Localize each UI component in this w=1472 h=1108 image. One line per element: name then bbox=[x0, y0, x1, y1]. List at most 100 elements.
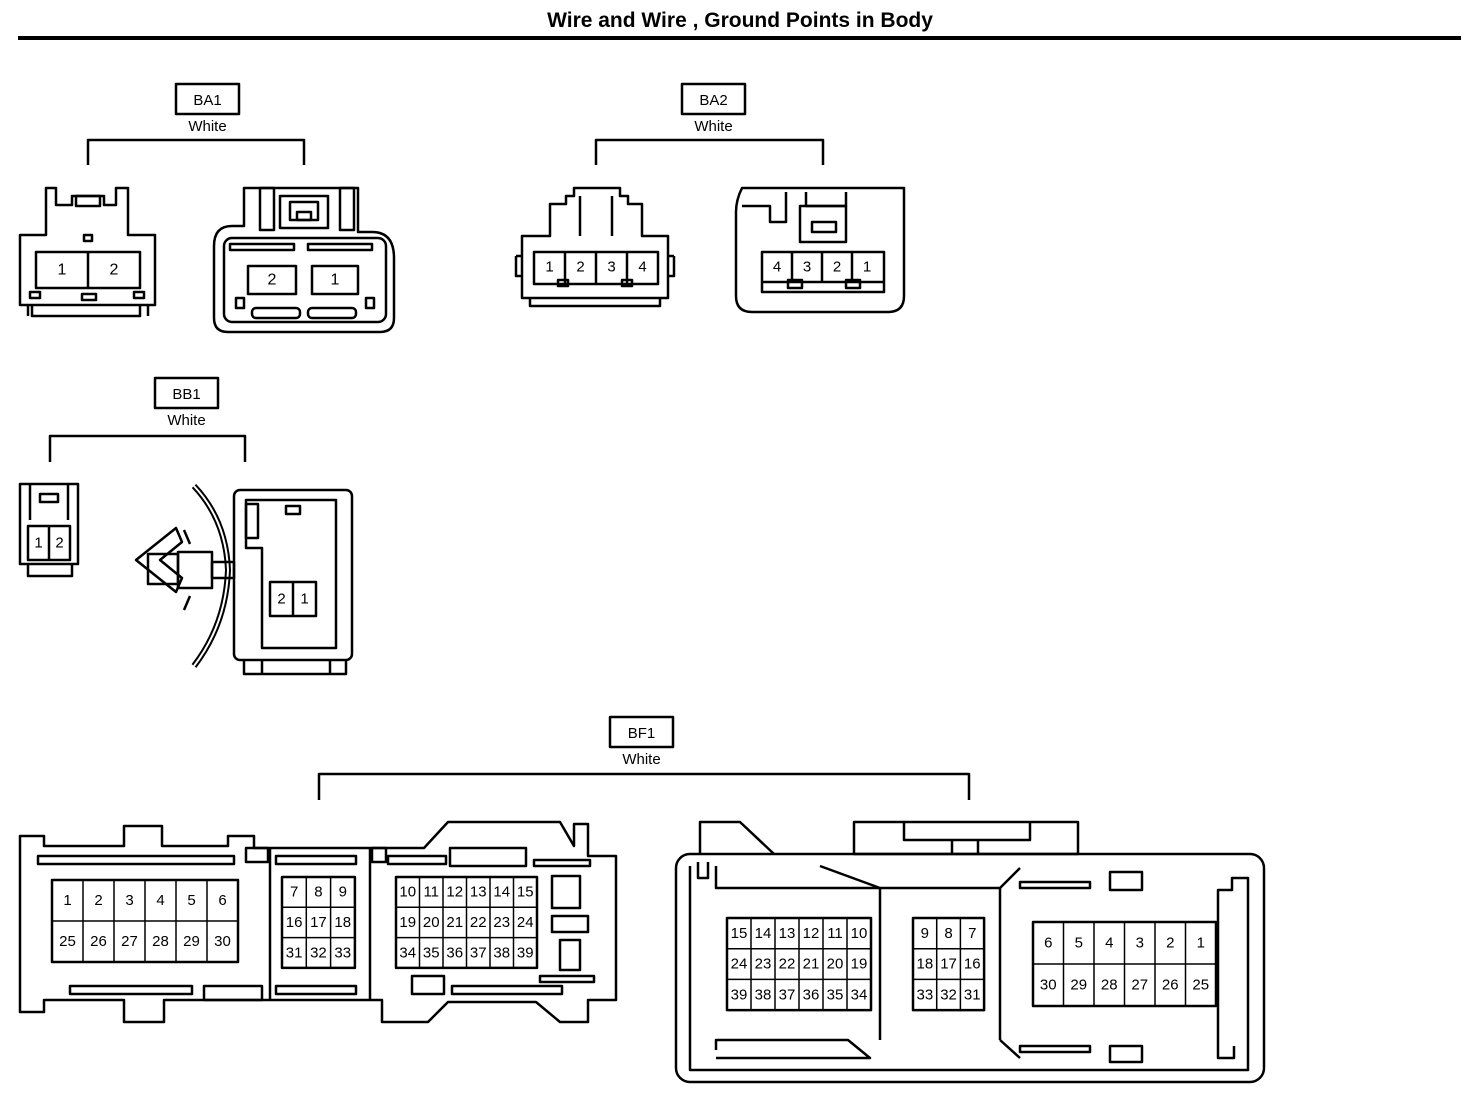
pin-label: 15 bbox=[517, 884, 534, 901]
connector-id-label: BF1 bbox=[628, 725, 656, 742]
pin-label: 26 bbox=[90, 933, 107, 950]
connector-id-label: BA2 bbox=[699, 92, 727, 109]
pin-label: 13 bbox=[779, 925, 796, 942]
pin-label: 27 bbox=[1131, 977, 1148, 994]
pin-label: 16 bbox=[286, 914, 303, 931]
pin-label: 33 bbox=[334, 944, 351, 961]
pin-label: 7 bbox=[968, 925, 976, 942]
pin-label: 14 bbox=[493, 884, 510, 901]
pin-label: 6 bbox=[1044, 935, 1052, 952]
pin-label: 18 bbox=[334, 914, 351, 931]
pin-label: 37 bbox=[470, 944, 487, 961]
pin-label: 12 bbox=[803, 925, 820, 942]
connector-bracket bbox=[594, 138, 825, 165]
pin-label: 2 bbox=[277, 591, 285, 608]
pin-label: 5 bbox=[1075, 935, 1083, 952]
pin-label: 35 bbox=[423, 944, 440, 961]
pin-label: 1 bbox=[331, 272, 340, 289]
pin-label: 21 bbox=[446, 914, 463, 931]
pin-label: 15 bbox=[731, 925, 748, 942]
connector-id-label: BB1 bbox=[172, 386, 200, 403]
pin-label: 29 bbox=[1070, 977, 1087, 994]
title-underline bbox=[18, 36, 1461, 40]
connector-id-box bbox=[608, 715, 675, 749]
pin-label: 3 bbox=[1136, 935, 1144, 952]
pin-label: 10 bbox=[851, 925, 868, 942]
ba1-male-connector: 1 2 bbox=[18, 186, 157, 318]
connector-id-box bbox=[153, 376, 220, 410]
pin-label: 36 bbox=[803, 986, 820, 1003]
ba1-female-connector: 2 1 bbox=[212, 186, 396, 334]
pin-label: 32 bbox=[310, 944, 327, 961]
pin-label: 36 bbox=[446, 944, 463, 961]
pin-label: 2 bbox=[55, 535, 63, 552]
pin-label: 3 bbox=[607, 259, 615, 276]
pin-label: 22 bbox=[470, 914, 487, 931]
pin-label: 23 bbox=[493, 914, 510, 931]
pin-label: 7 bbox=[290, 884, 298, 901]
pin-label: 31 bbox=[286, 944, 303, 961]
connector-id-box bbox=[174, 82, 241, 116]
pin-label: 11 bbox=[423, 884, 439, 901]
connector-bracket bbox=[86, 138, 306, 165]
pin-label: 8 bbox=[314, 884, 322, 901]
connector-id-label: BA1 bbox=[193, 92, 221, 109]
pin-label: 13 bbox=[470, 884, 487, 901]
pin-label: 28 bbox=[1101, 977, 1118, 994]
pin-label: 9 bbox=[339, 884, 347, 901]
pin-label: 12 bbox=[446, 884, 463, 901]
pin-label: 8 bbox=[944, 925, 952, 942]
pin-label: 29 bbox=[183, 933, 200, 950]
connector-id-box bbox=[680, 82, 747, 116]
pin-label: 2 bbox=[94, 892, 102, 909]
pin-label: 17 bbox=[940, 956, 957, 973]
pin-label: 18 bbox=[917, 956, 934, 973]
pin-label: 38 bbox=[493, 944, 510, 961]
pin-label: 2 bbox=[1166, 935, 1174, 952]
pin-label: 4 bbox=[638, 259, 646, 276]
pin-label: 34 bbox=[851, 986, 868, 1003]
pin-label: 25 bbox=[59, 933, 76, 950]
pin-label: 10 bbox=[399, 884, 416, 901]
connector-color-label: White bbox=[622, 751, 660, 768]
connector-color-label: White bbox=[694, 118, 732, 135]
bb1-male-connector: 1 2 bbox=[18, 482, 80, 578]
pin-label: 28 bbox=[152, 933, 169, 950]
pin-label: 9 bbox=[921, 925, 929, 942]
connector-ba2: BA2 White 1 2 3 4 4 3 bbox=[514, 82, 906, 314]
pin-label: 26 bbox=[1162, 977, 1179, 994]
pin-label: 5 bbox=[187, 892, 195, 909]
pin-label: 32 bbox=[940, 986, 957, 1003]
bf1-male-connector bbox=[18, 820, 618, 1024]
connector-bracket bbox=[48, 434, 247, 462]
pin-label: 2 bbox=[833, 259, 841, 276]
pin-label: 6 bbox=[218, 892, 226, 909]
pin-grid bbox=[911, 916, 986, 1012]
pin-label: 19 bbox=[399, 914, 416, 931]
pin-label: 3 bbox=[803, 259, 811, 276]
pin-label: 23 bbox=[755, 956, 772, 973]
pin-label: 22 bbox=[779, 956, 796, 973]
connector-color-label: White bbox=[188, 118, 226, 135]
pin-label: 39 bbox=[517, 944, 534, 961]
pin-label: 1 bbox=[545, 259, 553, 276]
connector-bb1: BB1 White 1 2 bbox=[18, 376, 354, 676]
connector-ba1: BA1 White 1 2 bbox=[18, 82, 396, 334]
pin-label: 38 bbox=[755, 986, 772, 1003]
ba2-female-connector: 4 3 2 1 bbox=[734, 186, 906, 314]
pin-label: 4 bbox=[156, 892, 164, 909]
pin-label: 37 bbox=[779, 986, 796, 1003]
pin-label: 4 bbox=[1105, 935, 1113, 952]
pin-label: 1 bbox=[1197, 935, 1205, 952]
pin-label: 2 bbox=[268, 272, 277, 289]
pin-label: 19 bbox=[851, 956, 868, 973]
pin-label: 24 bbox=[731, 956, 748, 973]
pin-label: 11 bbox=[827, 925, 843, 942]
pin-label: 4 bbox=[773, 259, 781, 276]
pin-label: 16 bbox=[964, 956, 981, 973]
pin-label: 25 bbox=[1192, 977, 1209, 994]
pin-label: 33 bbox=[917, 986, 934, 1003]
pin-label: 30 bbox=[1040, 977, 1057, 994]
pin-grid bbox=[280, 875, 357, 970]
